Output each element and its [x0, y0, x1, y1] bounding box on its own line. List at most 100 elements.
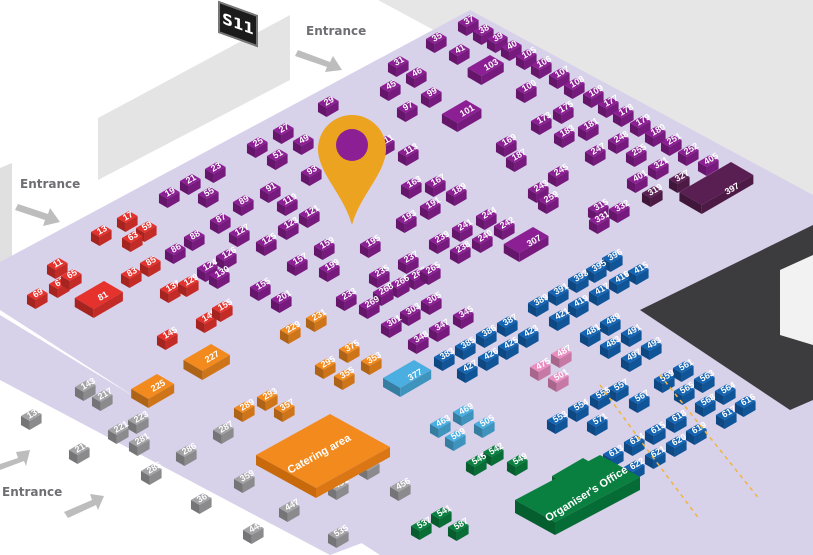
booth-571[interactable]: 571 [586, 411, 609, 436]
booth-375[interactable]: 375 [338, 338, 361, 363]
booth-91[interactable]: 91 [259, 180, 281, 203]
booth-169[interactable]: 169 [495, 132, 518, 157]
booth-391[interactable]: 391 [547, 281, 570, 306]
booth-427[interactable]: 427 [456, 358, 479, 383]
booth-177[interactable]: 177 [597, 93, 620, 118]
booth-139[interactable]: 139 [20, 405, 43, 430]
booth-303[interactable]: 303 [399, 301, 422, 326]
booth-553[interactable]: 553 [546, 409, 569, 434]
booth-509[interactable]: 509 [444, 426, 467, 451]
booth-568[interactable]: 568 [694, 392, 717, 417]
booth-487[interactable]: 487 [550, 343, 573, 368]
booth-383[interactable]: 383 [433, 346, 456, 371]
booth-244[interactable]: 244 [475, 205, 498, 230]
booth-247[interactable]: 247 [584, 141, 607, 166]
booth-123[interactable]: 123 [277, 215, 300, 240]
booth-331[interactable]: 331 [588, 209, 611, 234]
booth-233[interactable]: 233 [335, 286, 358, 311]
booth-554[interactable]: 554 [567, 397, 590, 422]
booth-493[interactable]: 493 [640, 335, 663, 360]
booth-113[interactable]: 113 [397, 141, 420, 166]
booth-564[interactable]: 564 [714, 380, 737, 405]
booth-107[interactable]: 107 [548, 64, 571, 89]
booth-221[interactable]: 221 [107, 419, 130, 444]
booth-268[interactable]: 268 [372, 281, 395, 306]
booth-289[interactable]: 289 [233, 397, 256, 422]
booth-426[interactable]: 426 [477, 346, 500, 371]
booth-31[interactable]: 31 [387, 54, 409, 77]
booth-387[interactable]: 387 [496, 312, 519, 337]
booth-345[interactable]: 345 [452, 304, 475, 329]
booth-559[interactable]: 559 [653, 368, 676, 393]
booth-167[interactable]: 167 [424, 172, 447, 197]
booth-129[interactable]: 129 [177, 272, 200, 297]
booth-505[interactable]: 505 [473, 413, 496, 438]
booth-40[interactable]: 40 [500, 38, 522, 61]
booth-489[interactable]: 489 [599, 311, 622, 336]
booth-287[interactable]: 287 [212, 419, 235, 444]
booth-563[interactable]: 563 [693, 368, 716, 393]
booth-191[interactable]: 191 [419, 195, 442, 220]
booth-243[interactable]: 243 [527, 178, 550, 203]
booth-126[interactable]: 126 [215, 245, 238, 270]
booth-55[interactable]: 55 [197, 185, 219, 208]
booth-483[interactable]: 483 [599, 334, 622, 359]
booth-567[interactable]: 567 [628, 388, 651, 413]
booth-25[interactable]: 25 [246, 135, 268, 158]
catering-area[interactable]: Catering area [256, 414, 390, 498]
booth-11[interactable]: 11 [46, 256, 68, 279]
booth-51[interactable]: 51 [266, 147, 288, 170]
booth-319[interactable]: 319 [641, 182, 664, 207]
booth-181[interactable]: 181 [577, 116, 600, 141]
booth-423[interactable]: 423 [517, 323, 540, 348]
booth-259[interactable]: 259 [537, 189, 560, 214]
booth-252[interactable]: 252 [677, 141, 700, 166]
booth-63[interactable]: 63 [121, 229, 143, 252]
booth-389[interactable]: 389 [527, 292, 550, 317]
booth-65[interactable]: 65 [60, 267, 82, 290]
booth-163[interactable]: 163 [400, 174, 423, 199]
booth-27[interactable]: 27 [272, 121, 294, 144]
booth-421[interactable]: 421 [548, 306, 571, 331]
booth-251[interactable]: 251 [660, 131, 683, 156]
booth-121[interactable]: 121 [298, 203, 321, 228]
booth-481[interactable]: 481 [579, 322, 602, 347]
booth-620[interactable]: 620 [665, 432, 688, 457]
booth-405[interactable]: 405 [697, 151, 720, 176]
booth-535[interactable]: 535 [327, 523, 350, 548]
booth-131[interactable]: 131 [159, 278, 182, 303]
booth-537[interactable]: 537 [410, 515, 433, 540]
booth-281[interactable]: 281 [128, 431, 151, 456]
booth-357[interactable]: 357 [273, 397, 296, 422]
booth-201[interactable]: 201 [270, 288, 293, 313]
booth-35[interactable]: 35 [425, 30, 447, 53]
booth-143[interactable]: 143 [74, 376, 97, 401]
booth-447[interactable]: 447 [278, 497, 301, 522]
booth-39[interactable]: 39 [486, 30, 508, 53]
booth-235[interactable]: 235 [368, 263, 391, 288]
booth-587[interactable]: 587 [447, 516, 470, 541]
booth-305[interactable]: 305 [420, 290, 443, 315]
booth-397[interactable]: 397 [679, 162, 754, 214]
booth-355[interactable]: 355 [333, 365, 356, 390]
booth-89[interactable]: 89 [232, 193, 254, 216]
booth-88[interactable]: 88 [183, 228, 205, 251]
booth-37[interactable]: 37 [457, 13, 479, 36]
booth-19[interactable]: 19 [158, 185, 180, 208]
booth-321[interactable]: 321 [647, 155, 670, 180]
booth-245[interactable]: 245 [547, 162, 570, 187]
booth-616[interactable]: 616 [734, 392, 757, 417]
booth-229[interactable]: 229 [279, 319, 302, 344]
booth-393[interactable]: 393 [567, 268, 590, 293]
booth-386[interactable]: 386 [475, 323, 498, 348]
booth-367[interactable]: 367 [190, 489, 213, 514]
booth-396[interactable]: 396 [601, 247, 624, 272]
booth-417[interactable]: 417 [588, 281, 611, 306]
booth-545[interactable]: 545 [465, 451, 488, 476]
booth-103[interactable]: 103 [467, 55, 504, 85]
booth-617[interactable]: 617 [715, 404, 738, 429]
booth-109[interactable]: 109 [582, 83, 605, 108]
booth-293[interactable]: 293 [256, 386, 279, 411]
booth-155b[interactable]: 155 [211, 297, 234, 322]
booth-557[interactable]: 557 [607, 377, 630, 402]
